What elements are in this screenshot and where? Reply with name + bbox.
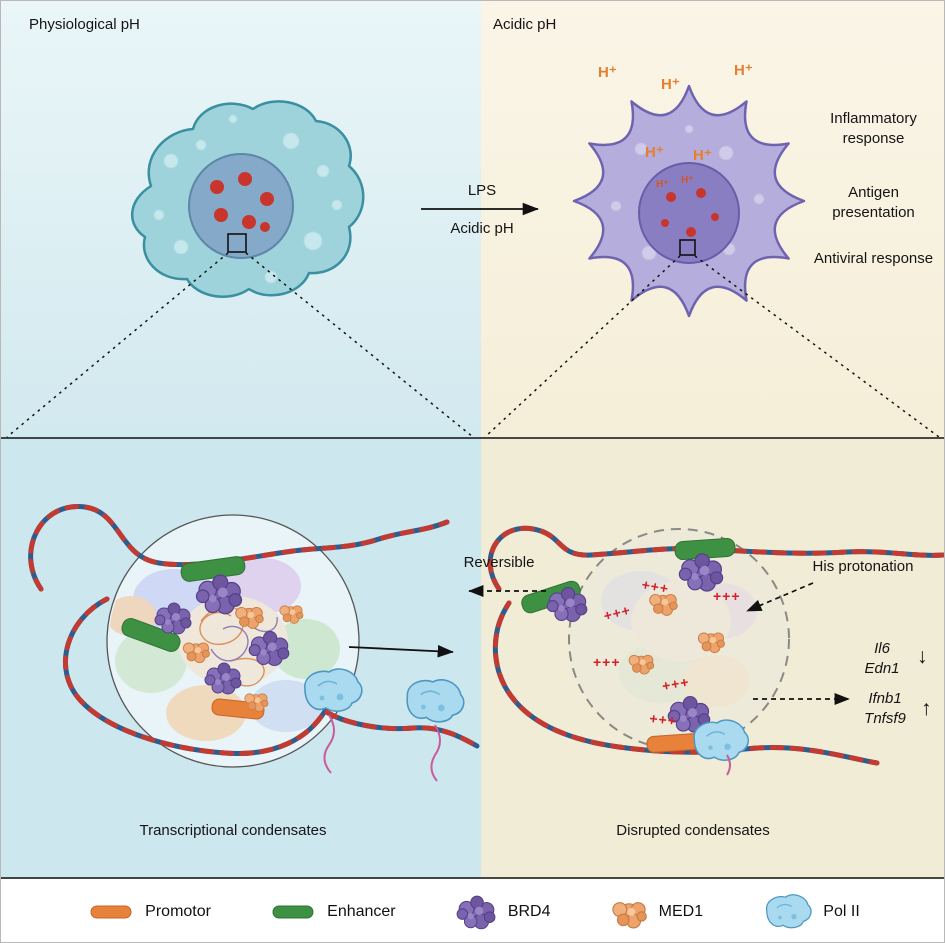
- legend-label: Promotor: [145, 902, 211, 920]
- promoter-block: [646, 733, 700, 753]
- transcription-output-arrow: [348, 644, 454, 658]
- enhancer-block: [121, 618, 181, 652]
- title-physiological-ph: Physiological pH: [29, 16, 140, 33]
- dna-strand-lower: [63, 596, 480, 757]
- caption-disrupted-condensates: Disrupted condensates: [616, 822, 770, 839]
- zoom-funnel-lines: [6, 252, 940, 438]
- h-plus-ion: H⁺: [661, 76, 680, 93]
- response-inflammatory: Inflammatory response: [830, 110, 917, 147]
- legend-item-enhancer: Enhancer: [269, 902, 396, 922]
- transcriptional-condensate: [28, 504, 480, 782]
- his-protonation-label: His protonation: [812, 558, 914, 575]
- gene-edn1: Edn1: [864, 659, 900, 677]
- legend-label: Enhancer: [327, 902, 396, 920]
- zoom-inset-box: [679, 239, 696, 256]
- gene-tnfsf9: Tnfsf9: [864, 709, 906, 727]
- med1-icon: [611, 901, 647, 929]
- promoter-icon: [90, 905, 132, 918]
- response-antiviral: Antiviral response: [813, 250, 934, 267]
- svg-text:+++: +++: [640, 576, 670, 597]
- svg-text:+++: +++: [713, 588, 741, 604]
- rna-transcript: [726, 754, 731, 776]
- pol2-enzyme: [404, 675, 467, 726]
- legend-item-polii: Pol II: [761, 893, 860, 931]
- svg-text:+++: +++: [661, 673, 691, 694]
- nucleus: [188, 153, 294, 259]
- svg-text:+++: +++: [649, 710, 678, 729]
- nuclear-condensates: [661, 188, 719, 237]
- down-arrow: ↓: [917, 645, 928, 668]
- h-plus-ion: H⁺: [693, 147, 712, 164]
- legend-bar: Promotor Enhancer BRD4 MED1 Pol II: [1, 879, 944, 942]
- legend-item-promoter: Promotor: [87, 902, 211, 922]
- h-plus-ion: H⁺: [598, 64, 617, 81]
- genes-upregulated: Ifnb1 Tnfsf9: [851, 689, 919, 728]
- nucleus: [638, 162, 740, 264]
- pol2-enzyme: [304, 668, 363, 712]
- faded-protein-matrix: [601, 571, 757, 707]
- reversible-label: Reversible: [463, 554, 535, 571]
- disrupted-condensate: +++ +++ +++ +++ +++ +++: [468, 525, 944, 776]
- his-protonation-arrow: [746, 582, 814, 612]
- title-acidic-ph: Acidic pH: [493, 16, 557, 33]
- condensate-protein-matrix: [109, 558, 340, 741]
- rna-transcripts: [323, 714, 441, 782]
- up-arrow: ↑: [921, 697, 932, 720]
- dna-strand-upper: [487, 525, 944, 592]
- legend-label: Pol II: [823, 902, 860, 920]
- svg-text:+++: +++: [593, 654, 621, 670]
- gene-ifnb1: Ifnb1: [868, 690, 902, 707]
- transition-label-lps: LPS: [467, 182, 497, 199]
- enhancer-icon: [272, 905, 314, 918]
- brd4-icon: [456, 895, 496, 929]
- legend-label: BRD4: [507, 902, 551, 920]
- histidine-charge-marks: +++ +++ +++ +++ +++ +++: [593, 576, 741, 729]
- resting-macrophage-cell: [130, 100, 365, 298]
- legend-label: MED1: [658, 902, 704, 920]
- legend-item-brd4: BRD4: [454, 892, 551, 932]
- dna-strand-lower: [492, 600, 880, 766]
- gene-il6: Il6: [874, 640, 890, 657]
- activated-macrophage-cell: [572, 84, 806, 318]
- response-antigen: Antigen presentation: [832, 184, 915, 221]
- h-plus-ion: H⁺: [681, 175, 694, 186]
- h-plus-ion: H⁺: [734, 62, 753, 79]
- genes-downregulated: Il6 Edn1: [851, 639, 913, 678]
- h-plus-ion: H⁺: [645, 144, 664, 161]
- cytoplasm-vesicles: [153, 114, 343, 284]
- caption-transcriptional-condensates: Transcriptional condensates: [139, 822, 327, 839]
- h-plus-ion: H⁺: [656, 179, 669, 190]
- pol2-icon: [766, 893, 812, 928]
- zoom-inset-box: [227, 233, 247, 253]
- pol2-enzyme: [693, 719, 750, 761]
- legend-item-med1: MED1: [609, 894, 703, 930]
- transition-label-acidic-ph: Acidic pH: [450, 220, 514, 237]
- svg-text:+++: +++: [602, 602, 633, 624]
- nuclear-condensates: [210, 172, 274, 232]
